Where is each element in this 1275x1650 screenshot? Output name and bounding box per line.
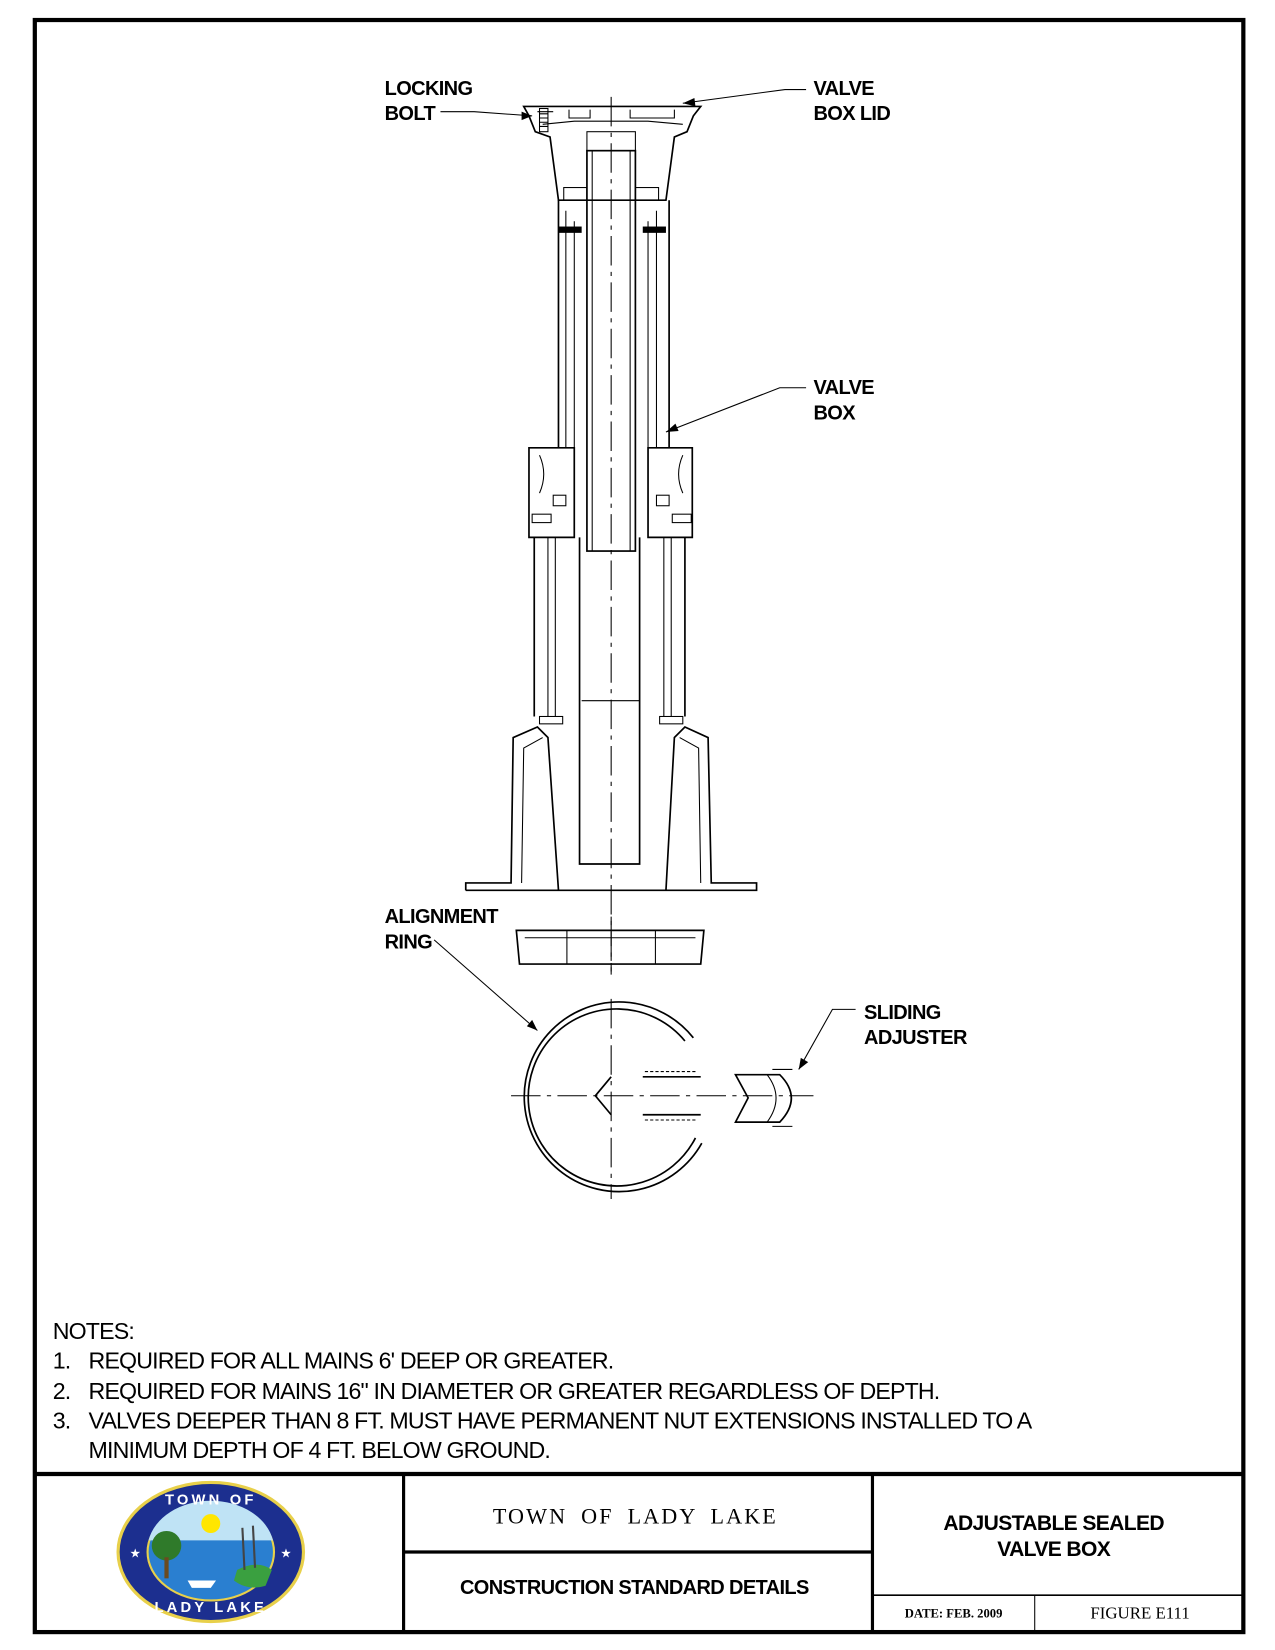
drawing-date: DATE: FEB. 2009 <box>905 1606 1003 1620</box>
note-text-continued: MINIMUM DEPTH OF 4 FT. BELOW GROUND. <box>89 1437 550 1463</box>
extension-tube <box>586 149 637 552</box>
note-number: 3. <box>53 1408 71 1434</box>
locking-bolt <box>538 107 549 133</box>
label-valve-box-1: VALVE <box>813 377 874 399</box>
label-valve-box-lid-1: VALVE <box>813 78 874 100</box>
title-block: TOWN OF LADY LAKE ★ ★ TOWN OF LADY LAKE … <box>34 1471 1244 1633</box>
alignment-ring-plan-view <box>511 998 814 1200</box>
label-valve-box-lid-2: BOX LID <box>813 103 890 125</box>
label-sliding-adjuster-1: SLIDING <box>864 1002 941 1024</box>
label-valve-box-2: BOX <box>813 402 856 424</box>
notes: NOTES: 1. REQUIRED FOR ALL MAINS 6' DEEP… <box>53 1318 1034 1463</box>
label-sliding-adjuster-2: ADJUSTER <box>864 1027 968 1049</box>
valve-box-base <box>464 726 758 892</box>
sheet-border <box>32 17 1246 1635</box>
figure-number: FIGURE E111 <box>1090 1603 1189 1622</box>
organization-name: TOWN OF LADY LAKE <box>493 1504 778 1529</box>
seal-text-top: TOWN OF <box>165 1493 256 1509</box>
town-seal-logo: TOWN OF LADY LAKE ★ ★ <box>116 1480 306 1624</box>
label-locking-bolt-1: LOCKING <box>385 78 473 100</box>
sliding-adjuster <box>734 1068 793 1127</box>
valve-box-lid <box>522 105 703 202</box>
drawing-title-2: VALVE BOX <box>997 1538 1110 1561</box>
drawing-set-subtitle: CONSTRUCTION STANDARD DETAILS <box>460 1577 809 1599</box>
coupling <box>528 446 694 539</box>
notes-heading: NOTES: <box>53 1318 134 1344</box>
star-icon: ★ <box>130 1546 141 1560</box>
label-alignment-ring-1: ALIGNMENT <box>385 906 499 928</box>
note-number: 1. <box>53 1348 71 1374</box>
alignment-ring-side-view <box>515 916 705 975</box>
valve-box-elevation <box>464 96 758 975</box>
star-icon: ★ <box>280 1546 291 1560</box>
label-alignment-ring-2: RING <box>385 931 433 953</box>
leaders <box>433 89 856 1070</box>
note-text: VALVES DEEPER THAN 8 FT. MUST HAVE PERMA… <box>89 1408 1033 1434</box>
label-locking-bolt-2: BOLT <box>385 103 436 125</box>
note-text: REQUIRED FOR MAINS 16" IN DIAMETER OR GR… <box>89 1378 940 1404</box>
drawing-title-1: ADJUSTABLE SEALED <box>943 1512 1164 1535</box>
seal-text-bottom: LADY LAKE <box>154 1600 267 1616</box>
note-number: 2. <box>53 1378 71 1404</box>
note-text: REQUIRED FOR ALL MAINS 6' DEEP OR GREATE… <box>89 1348 614 1374</box>
